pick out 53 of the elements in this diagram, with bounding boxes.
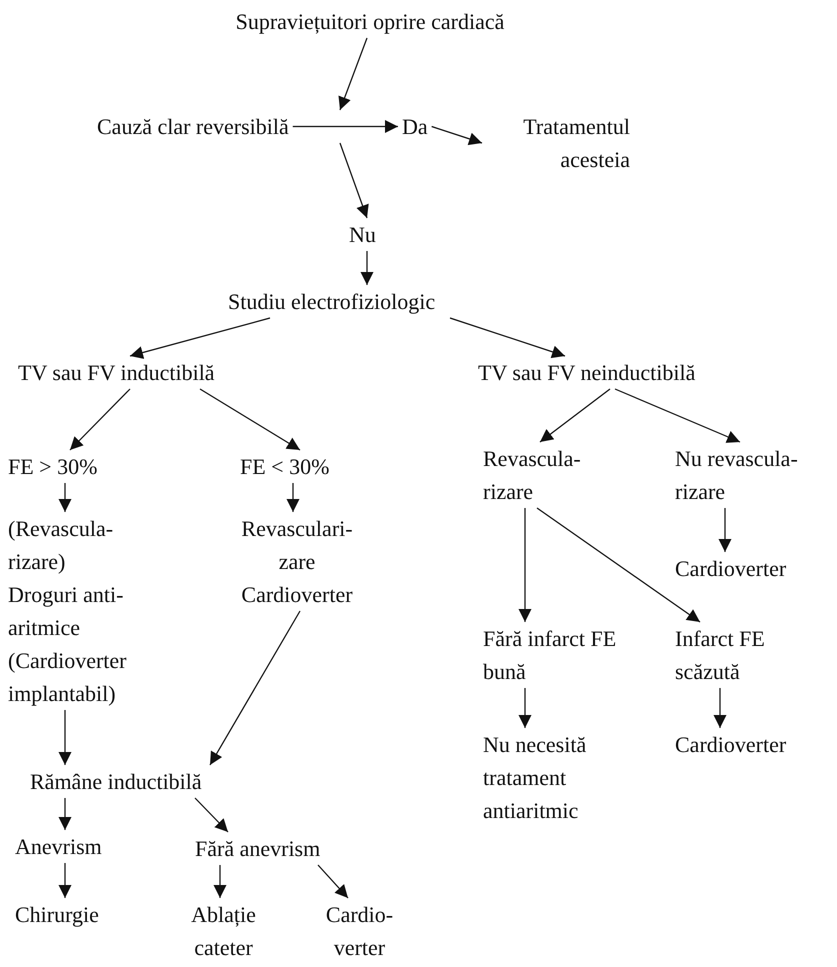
arrow <box>450 317 566 358</box>
step-text: FE < 30% <box>240 453 330 481</box>
step-text: Tratamentul acesteia <box>522 113 630 174</box>
step-text: Cardio- verter <box>324 901 394 962</box>
step-text: (Revascula- rizare) <box>8 515 114 576</box>
arrow <box>130 317 270 359</box>
arrow <box>58 483 72 512</box>
arrow <box>518 688 532 728</box>
step-text: Droguri anti- aritmice <box>8 581 124 642</box>
arrow <box>200 388 300 451</box>
step-text: Rămâne inductibilă <box>30 768 202 796</box>
step-text: Nu revascula- rizare <box>675 445 799 506</box>
arrow <box>338 38 368 110</box>
step-text: Nu necesită tratament antiaritmic <box>483 731 588 825</box>
step-text: Revascula- rizare <box>483 445 582 506</box>
arrow <box>214 865 226 898</box>
arrow <box>58 710 72 765</box>
step-text: Cardioverter <box>675 731 786 759</box>
arrow <box>431 126 482 146</box>
arrow <box>540 388 610 442</box>
arrow <box>718 508 732 552</box>
arrow <box>58 798 72 830</box>
step-text: TV sau FV neinductibilă <box>478 359 696 387</box>
step-text: Cardioverter <box>675 555 786 583</box>
step-text: (Cardioverter implantabil) <box>8 647 128 708</box>
arrow <box>70 388 130 450</box>
step-text: Cauză clar reversibilă <box>97 113 289 141</box>
arrow <box>714 688 726 728</box>
arrow <box>360 251 374 285</box>
step-text: Nu <box>349 221 376 249</box>
step-text: Supraviețuitori oprire cardiacă <box>234 8 506 36</box>
step-text: TV sau FV inductibilă <box>18 359 215 387</box>
step-text: Studiu electrofiziologic <box>228 288 436 316</box>
arrow <box>292 120 398 133</box>
step-text: Chirurgie <box>15 901 99 929</box>
arrow <box>318 864 348 898</box>
step-text: Anevrism <box>15 833 102 861</box>
arrow <box>209 610 301 766</box>
arrow <box>536 508 700 622</box>
step-text: Ablație cateter <box>190 901 257 962</box>
arrow <box>518 508 532 622</box>
step-text: Revasculari- zare <box>240 515 354 576</box>
arrow <box>194 798 228 832</box>
step-text: Fără anevrism <box>195 835 320 863</box>
step-text: Infarct FE scăzută <box>675 625 766 686</box>
step-text: Da <box>402 113 428 141</box>
step-text: Fără infarct FE bună <box>483 625 618 686</box>
step-text: Cardioverter <box>240 581 354 609</box>
arrow <box>339 142 369 218</box>
arrow <box>58 863 72 898</box>
arrow <box>286 483 300 512</box>
step-text: FE > 30% <box>8 453 98 481</box>
arrow <box>614 388 740 443</box>
